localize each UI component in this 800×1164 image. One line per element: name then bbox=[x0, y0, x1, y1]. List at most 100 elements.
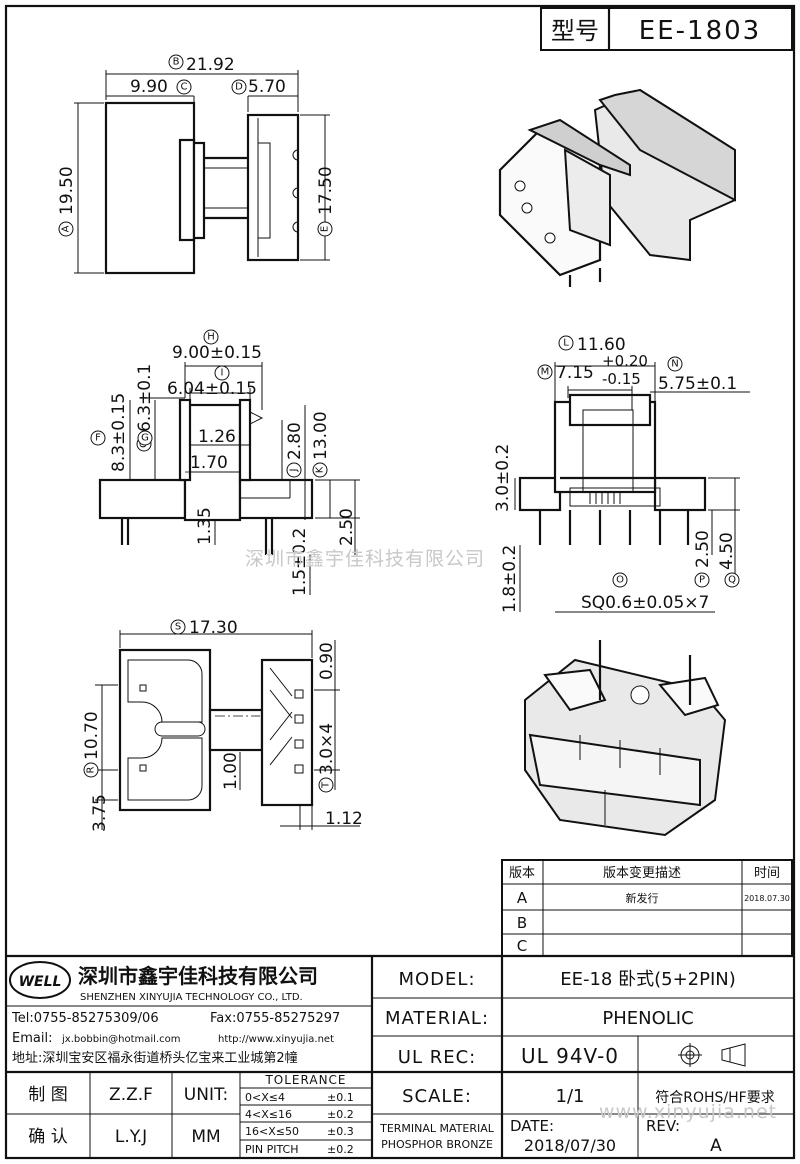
svg-text:±0.2: ±0.2 bbox=[327, 1108, 354, 1121]
dim-P: 2.50 bbox=[693, 530, 713, 568]
title-block: WELL 深圳市鑫宇佳科技有限公司 SHENZHEN XINYUJIA TECH… bbox=[6, 954, 794, 1158]
dim-M-minus: -0.15 bbox=[602, 370, 641, 388]
rohs-note: 符合ROHS/HF要求 bbox=[655, 1090, 774, 1106]
watermark-company: 深圳市鑫宇佳科技有限公司 bbox=[245, 548, 485, 570]
terminal-material-2: PHOSPHOR BRONZE bbox=[381, 1138, 493, 1151]
svg-text:R: R bbox=[86, 766, 97, 773]
company-logo: WELL bbox=[9, 961, 71, 999]
svg-text:TOLERANCE: TOLERANCE bbox=[264, 1073, 346, 1087]
view-front-left: H 9.00±0.15 I 6.04±0.15 1.26 1.70 G 6.3±… bbox=[90, 329, 360, 596]
svg-text:G: G bbox=[141, 433, 149, 444]
dim-18: 1.8±0.2 bbox=[500, 545, 520, 613]
view-side-top: B 21.92 9.90 C D 5.70 A 19.50 E 17.50 bbox=[57, 54, 336, 275]
dim-S: 17.30 bbox=[189, 618, 238, 638]
iso-view-bottom bbox=[524, 640, 727, 837]
draw-value: Z.Z.F bbox=[109, 1085, 153, 1105]
rev-label: REV: bbox=[646, 1117, 680, 1135]
company-web: http://www.xinyujia.net bbox=[218, 1034, 334, 1045]
type-label: 型号 bbox=[551, 17, 599, 45]
dim-112: 1.12 bbox=[325, 809, 363, 829]
svg-text:J: J bbox=[289, 469, 300, 473]
rev-row-ver: A bbox=[517, 889, 528, 907]
dim-100: 1.00 bbox=[221, 752, 241, 790]
svg-text:N: N bbox=[671, 359, 678, 370]
svg-text:±0.2: ±0.2 bbox=[327, 1143, 354, 1156]
dim-K: 13.00 bbox=[311, 411, 331, 460]
svg-text:O: O bbox=[616, 575, 624, 586]
confirm-value: L.Y.J bbox=[115, 1127, 147, 1147]
dim-090: 0.90 bbox=[317, 642, 337, 680]
dim-375: 3.75 bbox=[90, 794, 110, 832]
dim-J: 2.80 bbox=[285, 422, 305, 460]
model-value: EE-18 卧式(5+2PIN) bbox=[560, 969, 736, 990]
dim-F: 8.3±0.15 bbox=[109, 393, 129, 472]
revision-table: 版本 版本变更描述 时间 A 新发行 2018.07.30 B C bbox=[501, 859, 793, 957]
dim-G: 6.3±0.1 bbox=[135, 364, 155, 432]
ulrec-value: UL 94V-0 bbox=[521, 1044, 619, 1068]
svg-text:A: A bbox=[61, 225, 72, 232]
svg-text:K: K bbox=[315, 466, 326, 473]
dim-O: SQ0.6±0.05×7 bbox=[581, 593, 709, 613]
rev-row-ver: C bbox=[517, 937, 527, 955]
projection-symbol bbox=[678, 1043, 746, 1067]
svg-text:L: L bbox=[563, 338, 569, 349]
rev-row-ver: B bbox=[517, 914, 527, 932]
company-name-en: SHENZHEN XINYUJIA TECHNOLOGY CO., LTD. bbox=[80, 992, 303, 1003]
model-header: 型号 EE-1803 bbox=[540, 7, 793, 51]
company-tel: Tel:0755-85275309/06 bbox=[11, 1011, 159, 1026]
dim-30: 3.0±0.2 bbox=[493, 444, 513, 512]
model-label: MODEL: bbox=[398, 969, 475, 990]
dim-250: 2.50 bbox=[337, 508, 357, 546]
svg-text:±0.1: ±0.1 bbox=[327, 1091, 354, 1104]
dim-C: 9.90 bbox=[130, 77, 168, 97]
ulrec-label: UL REC: bbox=[398, 1047, 476, 1068]
dim-135: 1.35 bbox=[195, 507, 215, 545]
model-code: EE-1803 bbox=[639, 16, 761, 46]
draw-label: 制 图 bbox=[28, 1085, 67, 1105]
watermark-url: www.xinyujia.net bbox=[599, 1101, 777, 1123]
dim-R: 10.70 bbox=[82, 711, 102, 760]
dim-I: 6.04±0.15 bbox=[167, 379, 257, 399]
svg-text:Q: Q bbox=[728, 575, 736, 586]
svg-text:PIN PITCH: PIN PITCH bbox=[245, 1143, 299, 1156]
terminal-material-1: TERMINAL MATERIAL bbox=[379, 1122, 495, 1135]
company-email-label: Email: bbox=[12, 1031, 52, 1046]
svg-text:I: I bbox=[221, 368, 224, 379]
svg-text:F: F bbox=[95, 433, 101, 444]
svg-text:0<X≤4: 0<X≤4 bbox=[245, 1091, 285, 1104]
sheet-border bbox=[4, 4, 796, 1160]
svg-text:M: M bbox=[541, 367, 550, 378]
unit-label: UNIT: bbox=[184, 1085, 228, 1105]
dim-L: 11.60 bbox=[577, 335, 626, 355]
iso-view-top bbox=[498, 88, 736, 287]
dim-Q: 4.50 bbox=[717, 532, 737, 570]
rev-header-version: 版本 bbox=[509, 866, 535, 881]
rev-header-date: 时间 bbox=[754, 866, 780, 881]
svg-text:±0.3: ±0.3 bbox=[327, 1125, 354, 1138]
rev-value: A bbox=[710, 1136, 722, 1156]
svg-text:16<X≤50: 16<X≤50 bbox=[245, 1125, 299, 1138]
dim-M-plus: +0.20 bbox=[602, 352, 648, 370]
svg-text:WELL: WELL bbox=[19, 974, 62, 990]
dim-170: 1.70 bbox=[190, 453, 228, 473]
dim-D: 5.70 bbox=[248, 77, 286, 97]
dim-M: 7.15 bbox=[556, 363, 594, 383]
company-fax: Fax:0755-85275297 bbox=[210, 1011, 340, 1026]
dim-15: 1.5±0.2 bbox=[290, 528, 310, 596]
svg-text:D: D bbox=[235, 82, 243, 93]
date-label: DATE: bbox=[510, 1117, 554, 1135]
view-bottom: S 17.30 R 10.70 3.75 1.00 0.90 T 3.0×4 1… bbox=[82, 618, 363, 832]
scale-label: SCALE: bbox=[402, 1086, 472, 1107]
svg-text:4<X≤16: 4<X≤16 bbox=[245, 1108, 292, 1121]
confirm-label: 确 认 bbox=[28, 1127, 67, 1147]
dim-N: 5.75±0.1 bbox=[658, 374, 737, 394]
company-address: 地址:深圳宝安区福永街道桥头亿宝来工业城第2幢 bbox=[12, 1050, 298, 1066]
svg-text:P: P bbox=[699, 575, 705, 586]
company-name-cn: 深圳市鑫宇佳科技有限公司 bbox=[78, 964, 318, 988]
scale-value: 1/1 bbox=[556, 1086, 585, 1107]
svg-text:E: E bbox=[320, 226, 331, 232]
dim-A: 19.50 bbox=[57, 166, 77, 215]
material-label: MATERIAL: bbox=[385, 1008, 489, 1029]
